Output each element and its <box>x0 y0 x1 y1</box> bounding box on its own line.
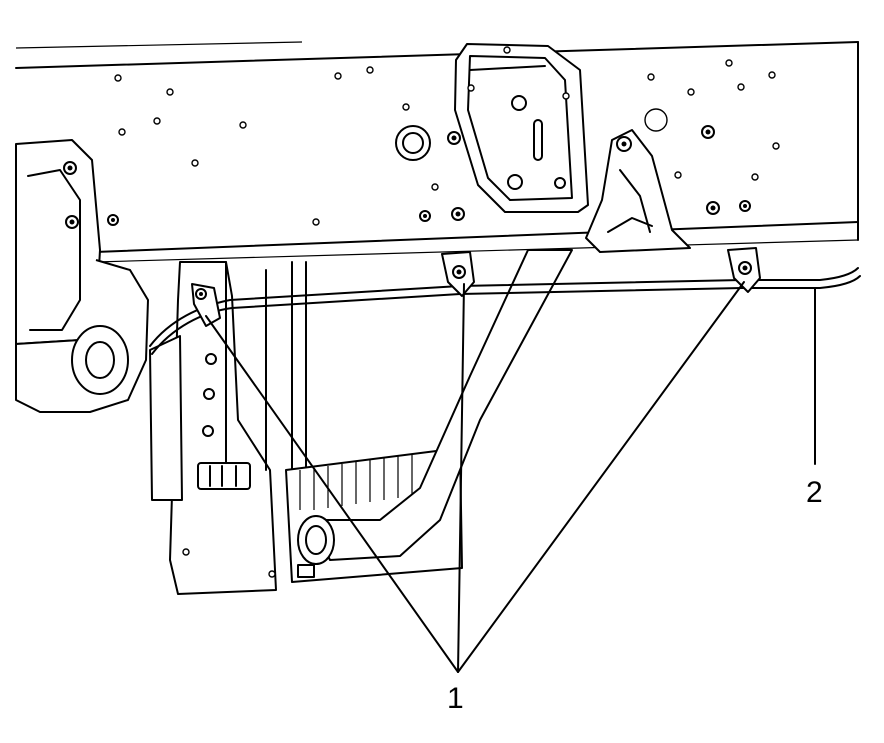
left-component <box>15 139 149 413</box>
frame-bolts <box>107 125 751 226</box>
cable <box>149 267 861 355</box>
frame-boss <box>395 125 431 161</box>
cable-clip-left <box>191 283 221 327</box>
callout-label-1: 1 <box>447 682 464 715</box>
triangle-bracket <box>585 129 691 253</box>
pipe <box>297 249 573 578</box>
upper-bracket <box>454 43 589 213</box>
lower-unit <box>149 261 307 595</box>
callout-label-2: 2 <box>806 476 823 509</box>
frame-rail <box>15 41 859 263</box>
cable-clips <box>191 247 761 327</box>
leader-lines <box>205 281 816 673</box>
frame-holes <box>114 59 780 226</box>
cable-clip-right <box>727 247 761 293</box>
cable-clip-middle <box>441 251 475 297</box>
